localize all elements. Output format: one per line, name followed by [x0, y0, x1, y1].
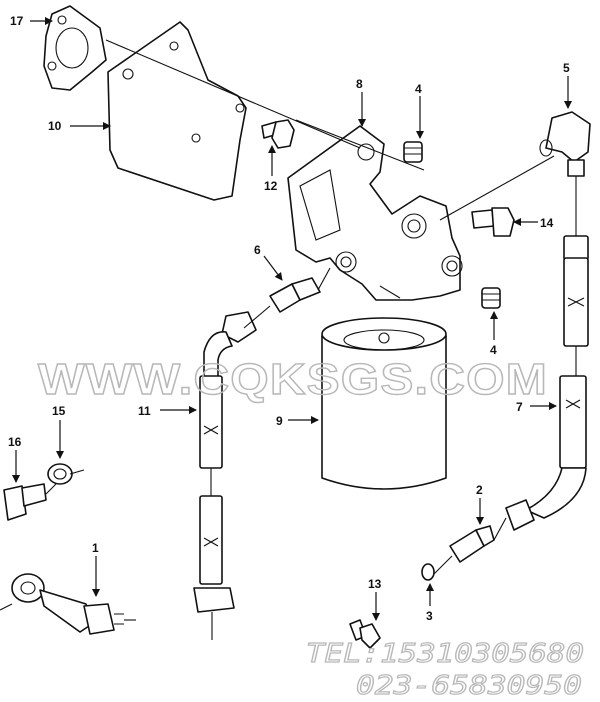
hose-assembly-11 — [193, 311, 257, 640]
guide-lines — [0, 39, 577, 621]
callout-6: 6 — [254, 243, 261, 257]
gasket-17 — [43, 5, 107, 91]
callout-14: 14 — [540, 216, 554, 230]
washer-15 — [47, 463, 73, 485]
connector-2 — [449, 525, 495, 563]
elbow-fitting-5 — [539, 111, 591, 177]
callout-8: 8 — [356, 77, 363, 91]
watermark: WWW.CQKSGS.COM TEL:15310305680 023-65830… — [37, 354, 584, 701]
callout-1: 1 — [92, 541, 99, 555]
o-ring-3 — [421, 563, 435, 581]
banjo-fitting-1 — [11, 573, 124, 635]
callout-9: 9 — [276, 414, 283, 428]
callout-11: 11 — [138, 404, 151, 418]
screw-13 — [349, 619, 381, 649]
bolt-14 — [471, 207, 515, 237]
callout-13: 13 — [368, 577, 382, 591]
callout-4-upper: 4 — [415, 82, 422, 96]
hose-assembly-7 — [505, 235, 589, 531]
callout-16: 16 — [8, 435, 22, 449]
bolt-12 — [261, 119, 295, 149]
leader-arrows — [12, 17, 572, 621]
filter-head-8 — [287, 125, 463, 301]
callout-5: 5 — [563, 61, 570, 75]
callout-10: 10 — [48, 119, 62, 133]
callout-3: 3 — [426, 609, 433, 623]
callout-17: 17 — [10, 14, 24, 28]
banjo-bolt-16 — [3, 483, 47, 521]
adapter-6 — [269, 277, 321, 313]
mounting-plate-10 — [107, 21, 247, 201]
callout-4-lower: 4 — [490, 343, 497, 357]
callout-12: 12 — [264, 179, 278, 193]
plug-4-lower — [481, 287, 501, 309]
watermark-phone-2: 023-65830950 — [356, 671, 582, 701]
callout-7: 7 — [516, 400, 523, 414]
watermark-url: WWW.CQKSGS.COM — [38, 355, 548, 404]
watermark-phone: TEL:15310305680 — [306, 639, 584, 669]
plug-4-upper — [403, 141, 423, 163]
oil-filter-9 — [321, 317, 447, 490]
callout-2: 2 — [476, 483, 483, 497]
callout-15: 15 — [52, 404, 66, 418]
callout-labels: 17 10 8 4 5 12 14 6 11 9 7 4 15 16 2 1 3… — [8, 14, 570, 623]
